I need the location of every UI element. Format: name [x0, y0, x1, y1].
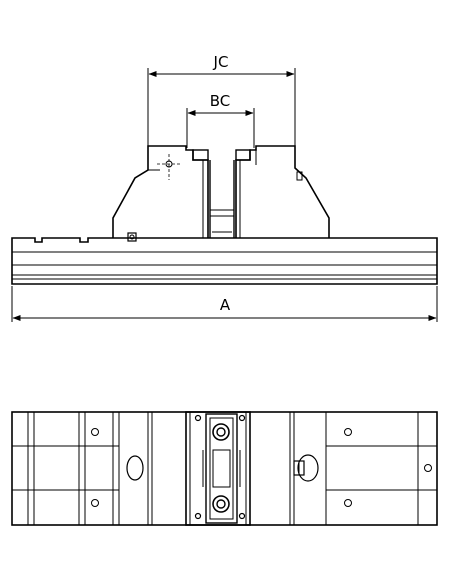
dimension-label-bc: BC	[210, 92, 231, 110]
center-carriage	[185, 411, 251, 526]
left-jaw	[112, 145, 209, 238]
hole-icon	[238, 512, 246, 520]
hole-icon	[194, 512, 202, 520]
hole-icon	[194, 414, 202, 422]
dimension-bc: BC	[186, 92, 255, 148]
hole-icon	[344, 499, 352, 507]
top-view	[11, 411, 438, 526]
right-jaw	[235, 145, 330, 238]
base-rail	[11, 232, 438, 285]
center-block	[209, 160, 235, 238]
front-view: JC BC	[11, 53, 438, 322]
left-jaw-top	[126, 412, 153, 525]
dimension-label-jc: JC	[213, 53, 229, 71]
right-end-block	[325, 412, 437, 525]
dimension-a: A	[11, 286, 438, 322]
right-jaw-top	[289, 412, 319, 525]
slot-hole	[297, 454, 319, 482]
hole-icon	[344, 428, 352, 436]
crosshair-icon	[157, 154, 181, 180]
hole-icon	[424, 464, 432, 472]
set-screw-icon	[127, 232, 137, 242]
left-end-block	[12, 412, 120, 525]
dimension-jc: JC	[147, 53, 296, 148]
screw-head-icon	[212, 495, 230, 513]
slot-hole	[126, 455, 144, 481]
hole-icon	[91, 499, 99, 507]
hole-icon	[238, 414, 246, 422]
screw-head-icon	[212, 423, 230, 441]
dimension-label-a: A	[220, 296, 231, 314]
hole-icon	[91, 428, 99, 436]
